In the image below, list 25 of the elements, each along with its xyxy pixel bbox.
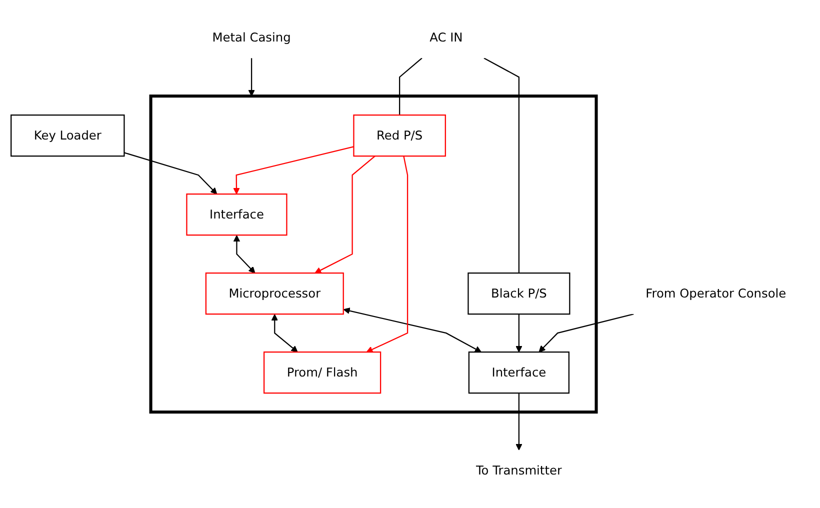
- arrow: [233, 235, 256, 274]
- node-text: Metal Casing: [212, 30, 291, 44]
- arrow: [343, 307, 482, 352]
- node-box: Microprocessor: [205, 272, 344, 315]
- node-box: Prom/ Flash: [263, 351, 382, 394]
- node-text: From Operator Console: [646, 286, 786, 300]
- node-text: To Transmitter: [476, 462, 562, 478]
- connector: [484, 58, 520, 273]
- node-text: AC IN: [430, 30, 463, 44]
- node-box: Interface: [468, 351, 570, 394]
- arrow: [124, 152, 218, 194]
- arrow: [516, 393, 522, 450]
- arrow: [271, 314, 298, 352]
- node-box: Red P/S: [353, 114, 446, 157]
- arrow: [516, 314, 522, 352]
- node-box: Black P/S: [468, 272, 570, 315]
- arrow: [314, 156, 376, 274]
- arrow: [366, 156, 408, 352]
- arrow: [248, 58, 255, 96]
- cluster: [149, 94, 598, 414]
- node-box: Key Loader: [10, 114, 125, 157]
- arrow: [233, 146, 354, 194]
- connector: [399, 58, 422, 115]
- node-box: Interface: [186, 193, 288, 236]
- arrow: [538, 313, 634, 352]
